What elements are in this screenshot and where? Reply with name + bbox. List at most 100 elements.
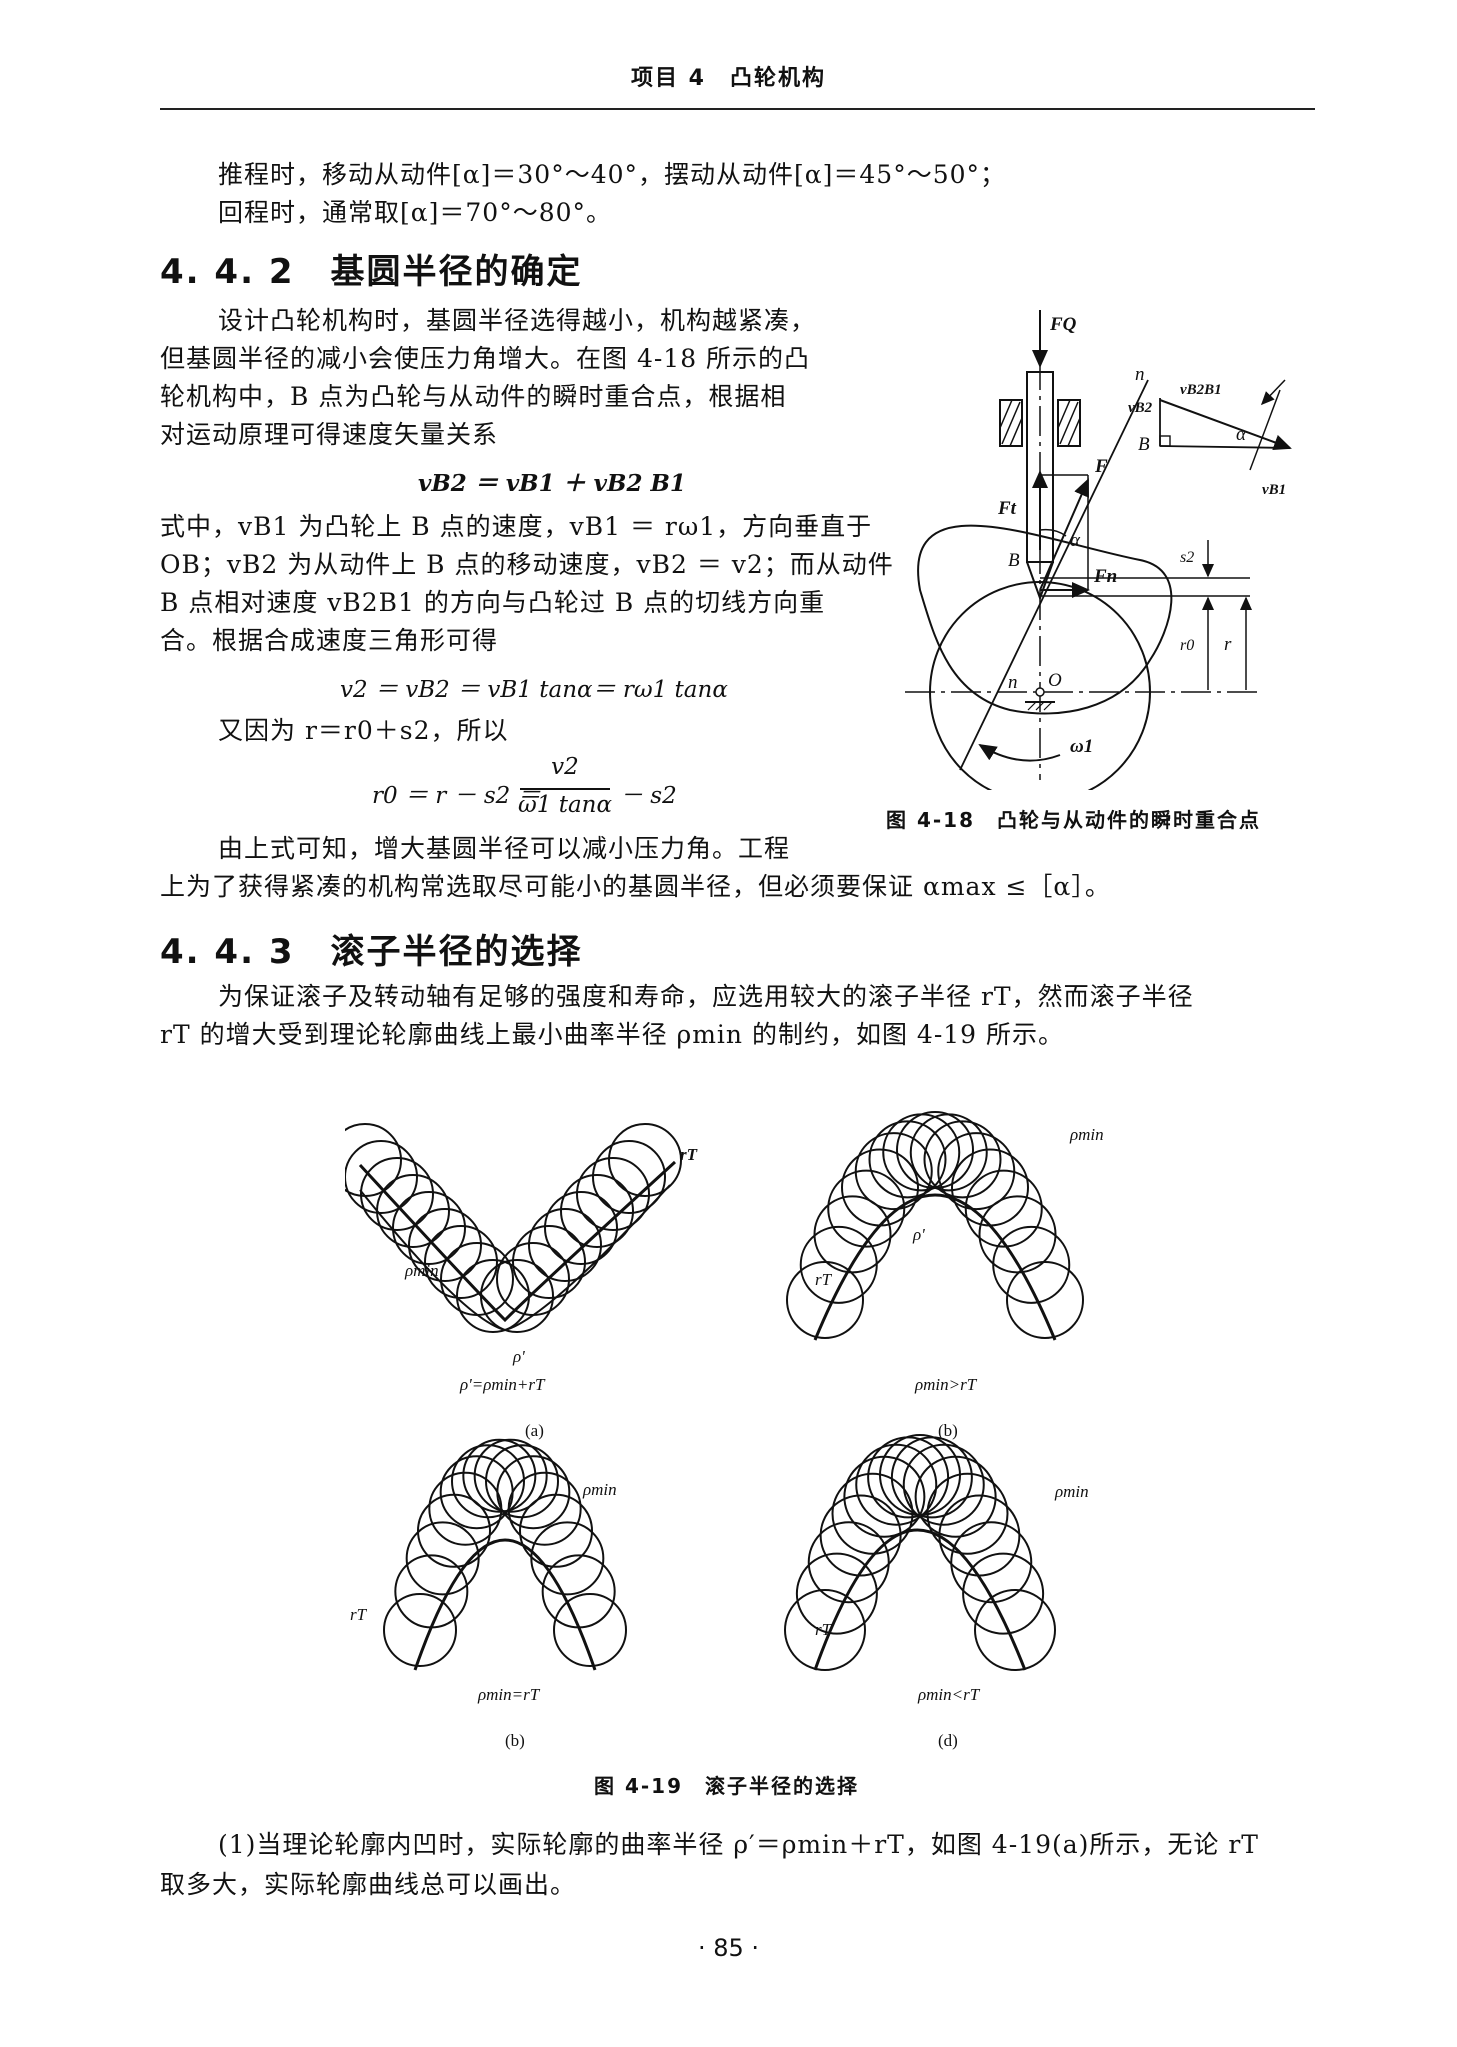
roller-circle-d [950, 1521, 1033, 1604]
label-a-formula: ρ'=ρmin+rT [459, 1375, 546, 1394]
roller-circle-b [964, 1169, 1043, 1248]
roller-circle-b [992, 1225, 1071, 1304]
paragraph-line: 但基圆半径的减小会使压力角增大。在图 4-18 所示的凸 [160, 344, 811, 373]
roller-circle-d [784, 1589, 866, 1671]
roller-circle-a [456, 1259, 530, 1333]
roller-circle-d [807, 1521, 890, 1604]
intro-line-2: 回程时，通常取[α]＝70°～80°。 [218, 198, 613, 227]
equation-v2: v2 ＝ vB2 ＝ vB1 tanα＝ rω1 tanα [340, 677, 728, 703]
paragraph-line: (1)当理论轮廓内凹时，实际轮廓的曲率半径 ρ′＝ρmin＋rT，如图 4-19… [218, 1830, 1259, 1859]
label-n-top: n [1135, 364, 1145, 385]
section-title-4-4-3: 4. 4. 3 滚子半径的选择 [160, 932, 583, 972]
roller-circle-d [914, 1455, 997, 1538]
paragraph-line: 式中，vB1 为凸轮上 B 点的速度，vB1 ＝ rω1，方向垂直于 [160, 512, 873, 541]
roller-circle-d [926, 1472, 1009, 1555]
label-a-rho-min: ρmin [404, 1261, 439, 1280]
roller-circle-a [544, 1191, 618, 1265]
roller-circle-a [608, 1123, 682, 1197]
roller-circle-a [360, 1157, 434, 1231]
page-number: · 85 · [697, 1934, 760, 1962]
figure-4-18-diagram: FQ n F Ft Fn α B s2 r0 r n O ω1 vB2 vB2B… [905, 310, 1292, 790]
roller-circle-b [896, 1111, 974, 1189]
roller-circle-d [902, 1443, 985, 1526]
roller-circle-b [868, 1120, 947, 1199]
roller-circle-a [528, 1208, 602, 1282]
roller-circle-c [462, 1438, 537, 1513]
label-n-bottom: n [1008, 672, 1018, 693]
roller-circle-a [480, 1259, 554, 1333]
label-FQ: FQ [1049, 314, 1077, 335]
label-vB2: vB2 [1128, 400, 1153, 416]
label-d-tag: (d) [938, 1731, 958, 1750]
roller-circle-a [576, 1157, 650, 1231]
label-a-tag: (a) [525, 1421, 544, 1440]
roller-circle-d [831, 1472, 914, 1555]
roller-circle-a [440, 1242, 514, 1316]
label-c-rT: rT [350, 1605, 368, 1624]
roller-circle-d [855, 1443, 938, 1526]
fraction-bar [520, 788, 610, 790]
roller-circle-d [890, 1436, 973, 1519]
roller-circle-b [1006, 1261, 1084, 1339]
figure-4-19-caption: 图 4-19 滚子半径的选择 [594, 1774, 860, 1798]
equation-r0-denominator: ω1 tanα [518, 792, 612, 818]
label-vB1: vB1 [1262, 482, 1286, 498]
paragraph-line: 设计凸轮机构时，基圆半径选得越小，机构越紧凑， [218, 306, 817, 335]
label-B: B [1008, 550, 1020, 571]
roller-circle-a [392, 1191, 466, 1265]
label-F: F [1094, 456, 1108, 477]
label-B-triangle: B [1138, 434, 1150, 455]
paragraph-line: 对运动原理可得速度矢量关系 [160, 420, 499, 449]
paragraph-line: 上为了获得紧凑的机构常选取尽可能小的基圆半径，但必须要保证 αmax ≤［α］。 [160, 872, 1111, 901]
paragraph-line: 合。根据合成速度三角形可得 [160, 626, 499, 655]
label-a-rho-prime: ρ' [512, 1347, 525, 1366]
roller-circle-c [507, 1471, 582, 1546]
roller-circle-b [854, 1132, 933, 1211]
label-b-formula: ρmin>rT [914, 1375, 978, 1394]
label-vB2B1: vB2B1 [1180, 382, 1222, 398]
paragraph-line: 轮机构中，B 点为凸轮与从动件的瞬时重合点，根据相 [160, 382, 787, 411]
roller-circle-a [496, 1242, 570, 1316]
roller-circle-a [592, 1140, 666, 1214]
label-d-formula: ρmin<rT [917, 1685, 981, 1704]
roller-circle-a [376, 1174, 450, 1248]
label-omega1: ω1 [1070, 736, 1093, 757]
section-title-4-4-2: 4. 4. 2 基圆半径的确定 [160, 252, 583, 292]
label-b-rho-min: ρmin [1069, 1125, 1104, 1144]
equation-r0-right: － s2 [620, 783, 677, 809]
equation-velocity: vB2 ＝ vB1 ＋ vB2 B1 [418, 470, 686, 497]
roller-circle-b [909, 1113, 988, 1192]
label-Ft: Ft [997, 498, 1017, 519]
label-r0: r0 [1180, 637, 1194, 654]
roller-circle-d [843, 1455, 926, 1538]
label-b-tag: (b) [938, 1421, 958, 1440]
equation-r0-left: r0 ＝ r － s2 ＝ [372, 783, 541, 809]
panel-a-theoretical-profile [358, 1160, 677, 1323]
roller-circle-a [345, 1123, 402, 1197]
paragraph-line: rT 的增大受到理论轮廓曲线上最小曲率半径 ρmin 的制约，如图 4-19 所… [160, 1020, 1065, 1049]
roller-circle-c [383, 1593, 457, 1667]
roller-circle-d [819, 1494, 902, 1577]
roller-circle-a [560, 1174, 634, 1248]
figure-4-19-diagram: rT ρmin ρ' ρ'=ρmin+rT (a) ρmin ρ' rT ρmi… [345, 1111, 1104, 1750]
label-c-tag: (b) [505, 1731, 525, 1750]
paragraph-line: 又因为 r＝r0＋s2，所以 [218, 716, 509, 745]
equation-r0-numerator: v2 [551, 754, 579, 780]
figure-4-18-caption: 图 4-18 凸轮与从动件的瞬时重合点 [886, 808, 1262, 832]
paragraph-line: 取多大，实际轮廓曲线总可以画出。 [160, 1870, 577, 1899]
roller-circle-a [424, 1225, 498, 1299]
label-c-rho-min: ρmin [582, 1480, 617, 1499]
header-rule [160, 108, 1315, 110]
panel-c-profile [413, 1538, 597, 1671]
label-s2: s2 [1180, 549, 1194, 566]
intro-line-1: 推程时，移动从动件[α]＝30°～40°，摆动从动件[α]＝45°～50°； [218, 160, 1007, 189]
label-Fn: Fn [1093, 566, 1117, 587]
label-alpha: α [1070, 530, 1081, 551]
label-a-rT: rT [680, 1145, 698, 1164]
label-d-rho-min: ρmin [1054, 1482, 1089, 1501]
label-d-rT: rT [815, 1620, 833, 1639]
roller-circle-d [962, 1552, 1045, 1635]
roller-circle-b [813, 1195, 892, 1274]
paragraph-line: 由上式可知，增大基圆半径可以减小压力角。工程 [218, 834, 791, 863]
panel-b-profile [813, 1193, 1057, 1341]
